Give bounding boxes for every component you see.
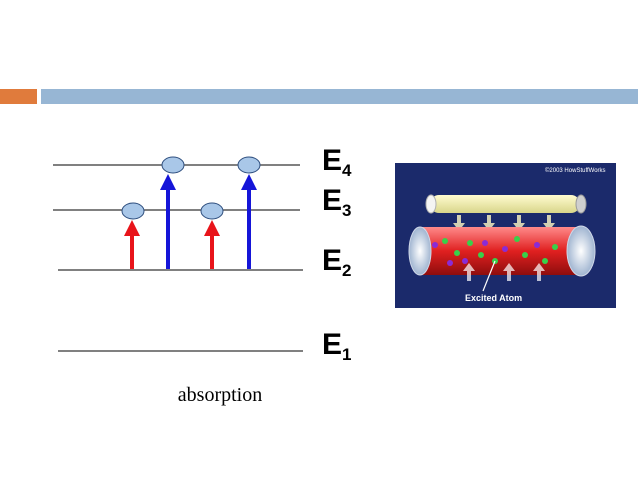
atom-green <box>454 250 460 256</box>
caption-absorption: absorption <box>177 384 263 406</box>
atom-e3-2 <box>200 202 224 220</box>
atom-e4-1 <box>161 156 185 174</box>
label-e2: E2 <box>322 244 351 280</box>
light-arrow-bottom <box>503 263 515 281</box>
ruby-tube <box>420 227 580 275</box>
atom-purple <box>502 246 508 252</box>
atom-purple <box>482 240 488 246</box>
tube-mirror-right <box>566 225 596 277</box>
atom-purple <box>432 242 438 248</box>
flash-lamp-end-left <box>425 194 437 214</box>
photo-copyright: ©2003 HowStuffWorks <box>545 167 606 174</box>
laser-tube-illustration: ©2003 HowStuffWorks <box>395 163 616 308</box>
header-accent-blue <box>41 89 638 104</box>
light-arrow-bottom <box>463 263 475 281</box>
atom-purple <box>534 242 540 248</box>
atom-e3-1 <box>121 202 145 220</box>
atom-e4-2 <box>237 156 261 174</box>
flash-lamp-end-right <box>575 194 587 214</box>
label-e4: E4 <box>322 144 352 180</box>
atom-green <box>478 252 484 258</box>
atom-green <box>514 236 520 242</box>
atom-purple <box>447 260 453 266</box>
label-e1: E1 <box>322 328 351 364</box>
atom-green <box>552 244 558 250</box>
header-accent-orange <box>0 89 37 104</box>
light-arrow-bottom <box>533 263 545 281</box>
atom-green <box>522 252 528 258</box>
photo-label-excited-atom: Excited Atom <box>465 293 522 303</box>
label-pointer <box>482 260 496 292</box>
flash-lamp <box>430 195 580 213</box>
atom-green <box>442 238 448 244</box>
label-e3: E3 <box>322 184 351 220</box>
atom-green <box>467 240 473 246</box>
atom-purple <box>462 258 468 264</box>
atom-green <box>542 258 548 264</box>
tube-mirror-left <box>408 226 432 276</box>
